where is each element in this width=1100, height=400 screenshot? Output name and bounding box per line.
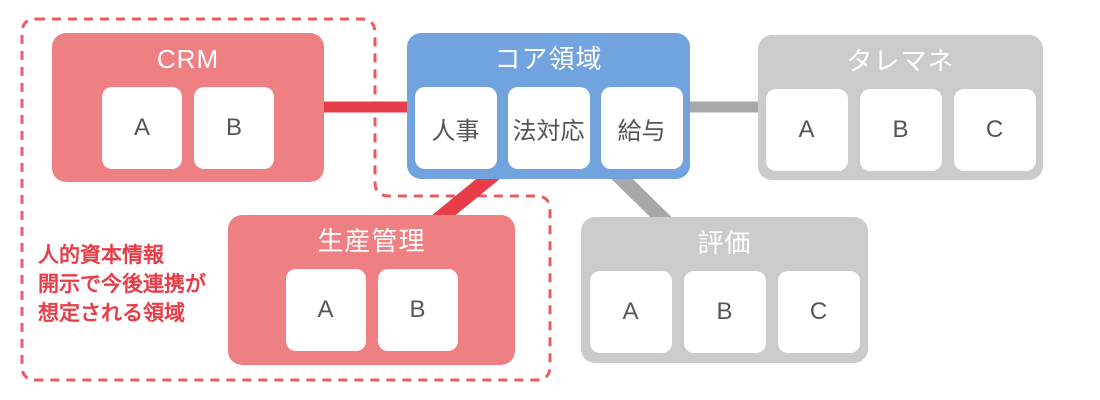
group-talent-items: A B C [765,89,1036,171]
core-item-payroll: 給与 [600,87,683,169]
talent-item-c: C [953,89,1036,171]
group-core-items: 人事 法対応 給与 [414,87,683,169]
group-core-domain: コア領域 人事 法対応 給与 [407,33,690,179]
group-core-title: コア領域 [494,44,603,74]
connector-core-evaluation [607,164,676,232]
annotation-line-2: 開示で今後連携が [38,273,206,296]
group-production-items: A B [285,269,458,351]
core-item-legal: 法対応 [507,87,590,169]
production-item-b: B [377,269,458,351]
group-evaluation: 評価 A B C [581,217,868,363]
annotation-line-3: 想定される領域 [38,302,185,325]
dashed-highlight-border [20,17,552,382]
group-talent-management: タレマネ A B C [758,35,1043,180]
group-evaluation-items: A B C [589,271,860,353]
group-crm-title: CRM [156,44,220,74]
group-evaluation-title: 評価 [697,228,752,258]
evaluation-item-b: B [683,271,766,353]
group-production-management: 生産管理 A B [228,215,515,365]
core-item-hr: 人事 [414,87,497,169]
evaluation-item-c: C [777,271,860,353]
talent-item-a: A [765,89,848,171]
crm-item-b: B [194,87,274,169]
group-production-title: 生産管理 [317,226,426,256]
annotation-line-1: 人的資本情報 [38,244,164,267]
production-item-a: A [285,269,366,351]
evaluation-item-a: A [589,271,672,353]
group-talent-title: タレマネ [846,46,955,76]
group-crm: CRM A B [52,33,324,182]
crm-item-a: A [102,87,182,169]
group-crm-items: A B [102,87,274,169]
highlight-annotation: 人的資本情報 開示で今後連携が 想定される領域 [38,241,206,328]
talent-item-b: B [859,89,942,171]
